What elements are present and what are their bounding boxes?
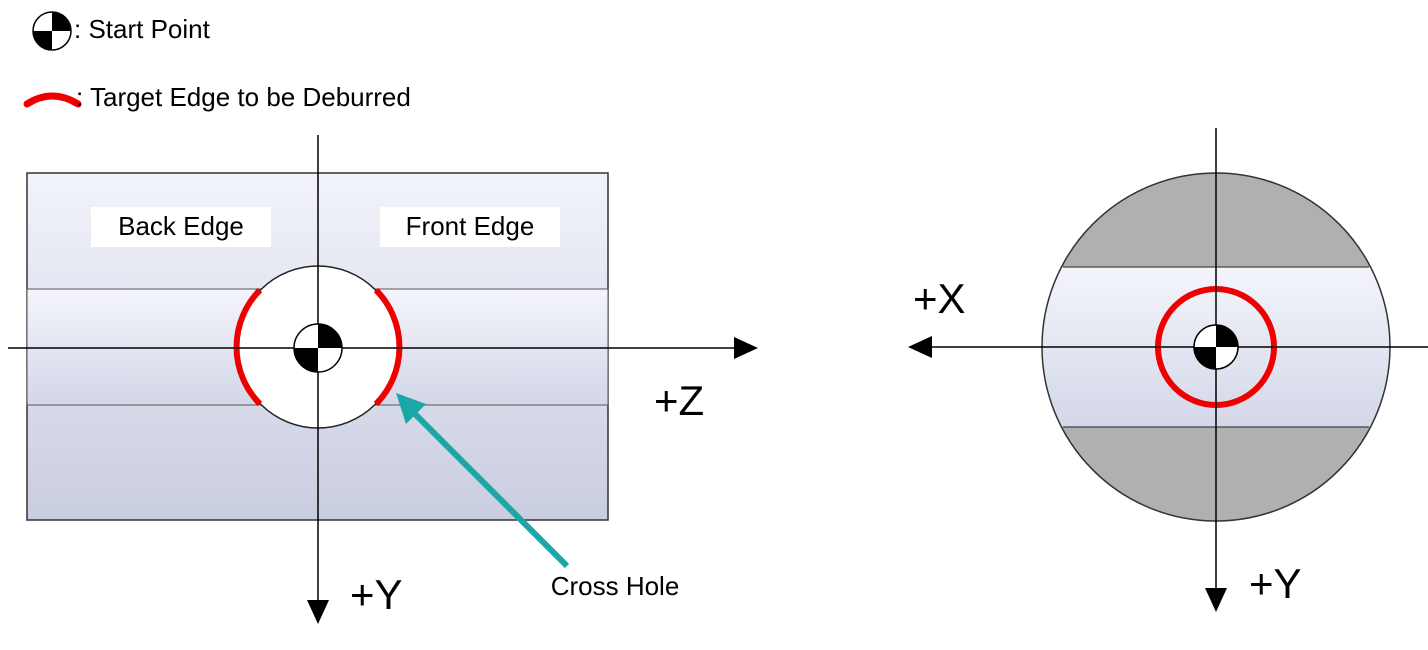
target-edge-legend-icon <box>23 92 82 108</box>
back-edge-label: Back Edge <box>118 211 244 241</box>
side-view: Back Edge Front Edge +Z +Y Cross Hole <box>8 135 758 624</box>
cross-hole-pointer-arrowhead <box>396 393 426 424</box>
z-axis-label: +Z <box>654 377 704 424</box>
end-y-axis-label: +Y <box>1249 560 1302 607</box>
cross-hole-label: Cross Hole <box>551 571 680 601</box>
start-point-marker <box>293 323 343 373</box>
front-edge-label: Front Edge <box>406 211 535 241</box>
back-edge-label-box <box>91 207 271 247</box>
back-edge-deburr-arc <box>233 287 263 407</box>
y-axis-label: +Y <box>350 571 403 618</box>
y-axis-arrowhead <box>307 600 329 624</box>
front-edge-deburr-arc <box>373 287 403 407</box>
x-axis-label: +X <box>913 275 966 322</box>
legend: : Start Point : Target Edge to be Deburr… <box>23 11 411 112</box>
end-view: +X +Y <box>908 128 1428 612</box>
start-point-legend-label: : Start Point <box>74 14 211 44</box>
z-axis-arrowhead <box>734 337 758 359</box>
start-point-legend-icon <box>32 11 72 51</box>
x-axis-arrowhead <box>908 336 932 358</box>
end-y-axis-arrowhead <box>1205 588 1227 612</box>
end-start-point-marker <box>1193 324 1239 370</box>
cross-hole-pointer-line <box>411 410 570 569</box>
front-edge-label-box <box>380 207 560 247</box>
target-edge-legend-label: : Target Edge to be Deburred <box>76 82 411 112</box>
